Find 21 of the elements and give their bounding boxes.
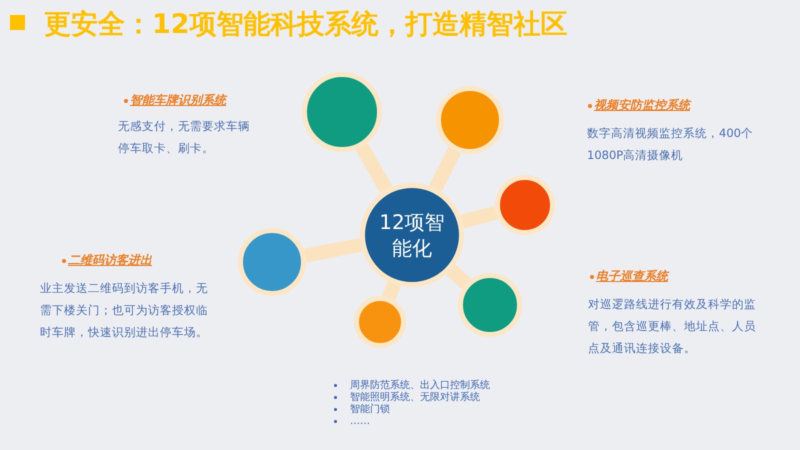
hub-circle: 12项智能化: [360, 183, 464, 287]
section-heading: 电子巡查系统: [596, 268, 668, 285]
connector: [446, 264, 471, 289]
list-item: 智能照明系统、无限对讲系统: [350, 392, 480, 404]
connector: [382, 281, 401, 300]
list-item: 智能门锁: [350, 404, 390, 416]
section-heading: 视频安防监控系统: [594, 97, 690, 114]
connector: [356, 143, 392, 194]
connector: [304, 238, 362, 262]
list-item: 周界防范系统、出入口控制系统: [350, 380, 490, 392]
title: 更安全：12项智能科技系统，打造精智社区: [44, 8, 568, 42]
list-item: ……: [350, 416, 370, 428]
connector: [429, 147, 461, 192]
description-text: 数字高清视频监控系统，400个1080P高清摄像机: [587, 125, 754, 164]
description-text: 对巡逻路线进行有效及科学的监管，包含巡更棒、地址点、人员点及通讯连接设备。: [588, 296, 757, 357]
description-text: 业主发送二维码到访客手机，无需下楼关门；也可为访客授权临时车牌，快速识别进出停车场。: [40, 280, 209, 341]
description-text: 无感支付，无需要求车辆停车取卡、刷卡。: [118, 118, 251, 157]
connector: [460, 206, 498, 228]
section-heading: 智能车牌识别系统: [130, 92, 226, 109]
circle: [354, 296, 406, 348]
section-heading: 二维码访客进出: [68, 252, 152, 269]
